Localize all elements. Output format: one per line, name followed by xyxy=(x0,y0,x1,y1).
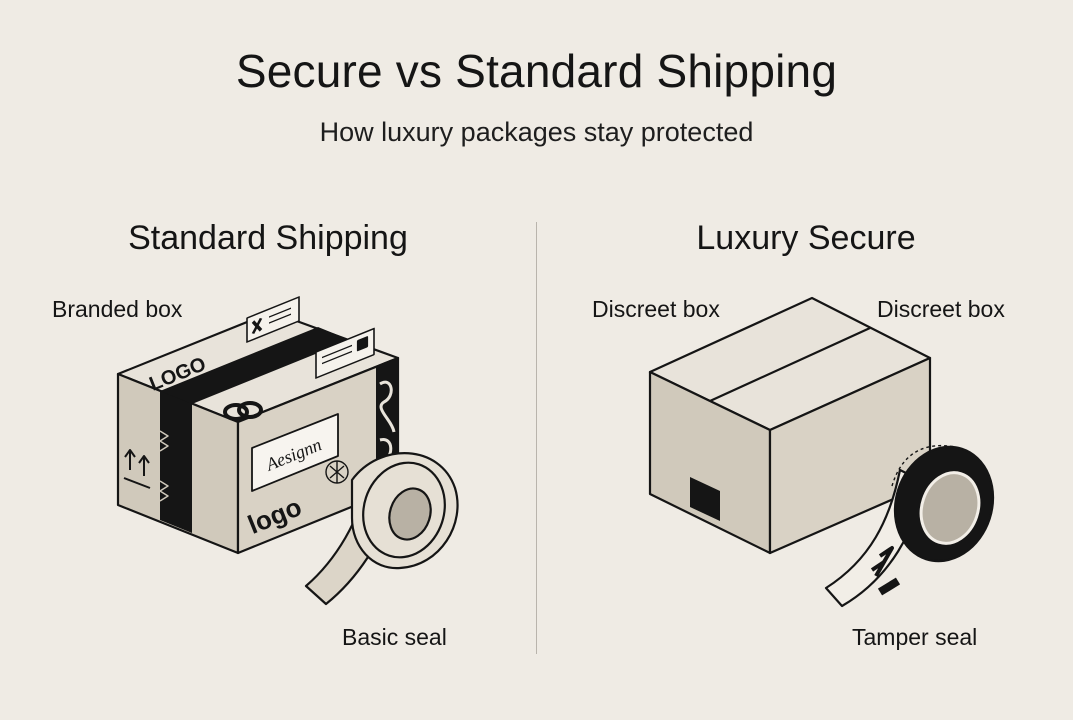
branded-box-label: Branded box xyxy=(52,296,183,322)
signature-label xyxy=(251,413,339,492)
branded-box-tape-side xyxy=(160,391,192,533)
tamper-tape-roll-icon xyxy=(824,444,995,608)
diagram-subtitle: How luxury packages stay protected xyxy=(319,117,754,147)
shipping-label-top xyxy=(246,296,300,343)
luxury-secure-heading: Luxury Secure xyxy=(696,219,916,257)
basic-tape-roll-icon xyxy=(304,452,459,606)
discreet-box-top-seam xyxy=(709,326,871,403)
diagram-title: Secure vs Standard Shipping xyxy=(235,45,838,97)
discreet-box-illustration xyxy=(648,296,932,555)
tamper-seal-label: Tamper seal xyxy=(852,624,978,650)
emblem-icon xyxy=(325,460,349,484)
interlock-logo-icon xyxy=(223,401,263,421)
standard-shipping-heading: Standard Shipping xyxy=(128,219,408,257)
discreet-box-label-right: Discreet box xyxy=(877,296,1005,322)
discreet-box-label-left: Discreet box xyxy=(592,296,720,322)
column-divider xyxy=(536,222,537,654)
discreet-box-marker xyxy=(690,477,720,521)
this-side-up-icon xyxy=(123,449,151,489)
basic-seal-label: Basic seal xyxy=(342,624,447,650)
branded-box-tape-top xyxy=(160,327,350,404)
shipping-label-front xyxy=(315,327,375,379)
